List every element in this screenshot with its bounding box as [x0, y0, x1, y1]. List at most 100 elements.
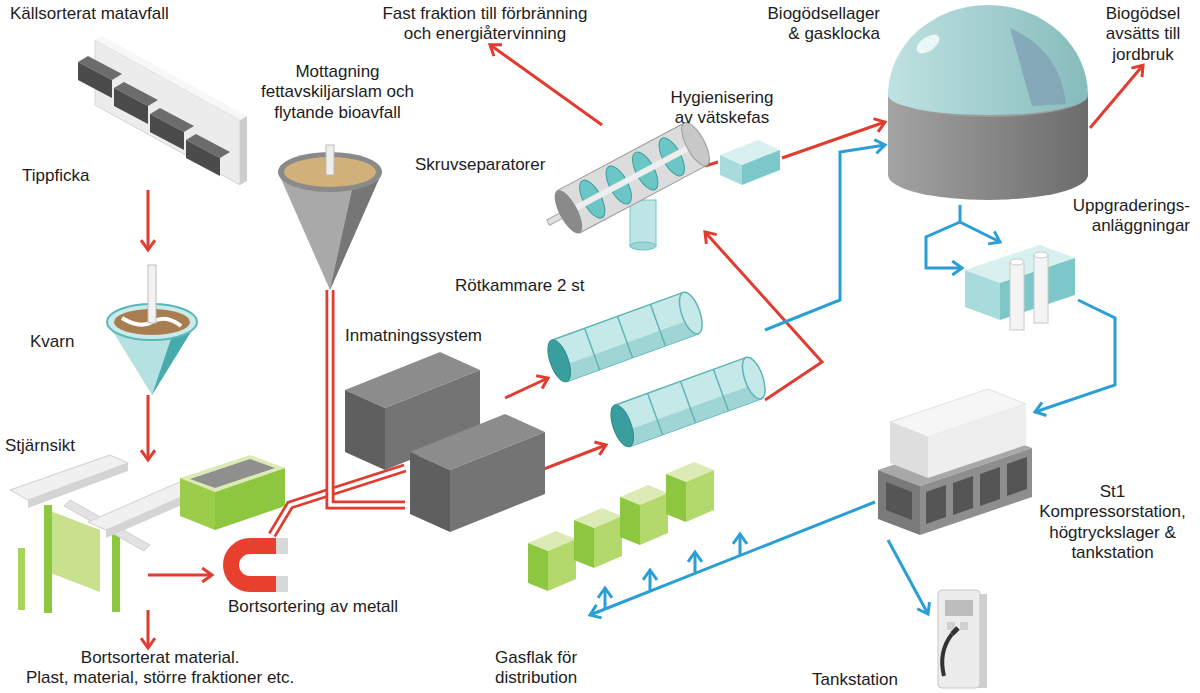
fuel-pump-drawing — [960, 622, 968, 630]
screw-separator-drawing — [537, 119, 715, 250]
grinder: Kvarn — [105, 250, 200, 395]
fuel-pump-drawing — [942, 634, 952, 676]
component-label: Inmatningssystem — [345, 326, 482, 346]
upgrading-plant-drawing — [1034, 255, 1048, 323]
flow-line — [765, 145, 885, 330]
component-label: Skruvseparatorer — [415, 155, 545, 175]
star-screen: Stjärnsikt — [5, 460, 148, 610]
magnet-drawing — [276, 538, 288, 554]
gas-trailer-drawing — [528, 462, 714, 591]
compressor-station: St1 Kompressorstation, högtryckslager & … — [875, 385, 1035, 540]
flow-line — [147, 395, 150, 460]
hygienization-drawing — [720, 140, 780, 185]
magnet-drawing — [231, 546, 282, 584]
digester-drawing — [650, 304, 665, 345]
star-screen-drawing — [28, 463, 128, 508]
arrow-head — [141, 450, 155, 460]
feeding-system-drawing — [410, 452, 450, 532]
gas-trailer-drawing — [594, 516, 622, 568]
component-label: St1 Kompressorstation, högtryckslager & … — [1030, 482, 1195, 564]
magnet-drawing — [231, 538, 288, 592]
fuel-pump-drawing — [952, 628, 958, 634]
gas-trailers: Gasflak för distribution — [525, 460, 730, 615]
digester-drawing — [680, 381, 695, 422]
gas-trailer-drawing — [574, 520, 594, 568]
grinder-drawing — [107, 265, 197, 395]
arrow-head — [874, 140, 885, 154]
compressor-station-drawing — [878, 470, 920, 535]
upgrading-plant-drawing — [1010, 259, 1024, 265]
component-label: Fast fraktion till förbränning och energ… — [365, 4, 605, 45]
gas-trailer-drawing — [620, 497, 640, 545]
arrow-head — [705, 232, 717, 244]
liquid-intake-drawing — [326, 145, 334, 175]
component-label: Plast, material, större fraktioner etc. — [26, 668, 294, 688]
digestate-tank-drawing — [888, 5, 1088, 115]
flow-connector — [1090, 65, 1143, 128]
tipping-bay-drawing — [114, 88, 148, 124]
feeding-system-drawing — [345, 390, 385, 470]
component-label: Hygienisering av vätskefas — [661, 88, 783, 129]
tipping-bay-drawing — [95, 40, 240, 185]
digester-drawing — [615, 357, 762, 446]
component-label: Bortsortering av metall — [228, 597, 398, 617]
compressor-station-drawing — [878, 389, 1032, 535]
tipping-bay-drawing — [78, 36, 247, 185]
tipping-bay: Källsorterat matavfallTippficka — [70, 40, 245, 190]
flow-line — [888, 540, 928, 614]
digester-drawing — [648, 393, 663, 434]
magnet-drawing — [276, 576, 288, 592]
component-label: Källsorterat matavfall — [10, 4, 169, 24]
flow-connector — [888, 540, 929, 614]
flow-line — [147, 190, 150, 250]
component-label: Kvarn — [30, 332, 74, 352]
compressor-station-drawing — [890, 422, 928, 478]
arrow-head — [688, 552, 702, 562]
gas-trailer-drawing — [528, 543, 548, 591]
digester-drawing — [552, 292, 699, 381]
component-label: Gasflak för distribution — [495, 648, 605, 689]
flow-line — [926, 222, 962, 268]
component-label: Bortsorterat material. — [26, 648, 294, 668]
component-label: Uppgraderings- anläggningar — [1065, 196, 1190, 237]
flow-line — [960, 205, 1000, 242]
upgrading-plant-drawing — [965, 245, 1075, 330]
hygienization-unit: Hygienisering av vätskefas — [718, 138, 782, 188]
component-label: Tankstation — [812, 670, 898, 690]
upgrading-plant: Uppgraderings- anläggningar — [962, 242, 1078, 337]
flow-line — [782, 122, 885, 158]
arrow-head — [873, 119, 885, 132]
component-label: Biogödsel avsätts till jordbruk — [1093, 4, 1193, 65]
flow-line — [490, 45, 602, 125]
flow-connector — [765, 140, 885, 330]
feeding-system: Inmatningssystem — [405, 350, 505, 535]
digesters: Rötkammare 2 st — [548, 300, 765, 445]
upgrading-plant-drawing — [965, 270, 1000, 320]
upgrading-plant-drawing — [1010, 262, 1024, 330]
arrow-head — [598, 588, 612, 598]
arrow-head — [733, 534, 747, 544]
arrow-head — [952, 261, 962, 275]
arrow-head — [594, 442, 606, 455]
feeding-system-drawing — [345, 352, 545, 532]
arrow-head — [141, 638, 155, 648]
digestate-output: Biogödsel avsätts till jordbruk — [1093, 4, 1193, 65]
arrow-head — [141, 240, 155, 250]
upgrading-plant-drawing — [1034, 252, 1048, 258]
arrow-head — [490, 45, 502, 56]
arrow-head — [1131, 65, 1143, 77]
gas-trailer-drawing — [666, 474, 686, 522]
digester-drawing — [606, 402, 638, 450]
digester-drawing — [585, 328, 600, 369]
screw-separator-drawing — [630, 242, 656, 250]
solid-fraction-output: Fast fraktion till förbränning och energ… — [365, 4, 605, 45]
flow-line — [147, 610, 150, 648]
flow-line — [148, 574, 212, 577]
digester-drawing — [617, 316, 632, 357]
gas-trailer-drawing — [640, 493, 668, 545]
digestate-tank-drawing — [1010, 28, 1066, 106]
flow-connector — [141, 190, 155, 250]
star-screen-drawing — [10, 455, 285, 613]
filling-station: Tankstation — [928, 578, 993, 690]
screw-separators: Skruvseparatorer — [555, 125, 705, 250]
